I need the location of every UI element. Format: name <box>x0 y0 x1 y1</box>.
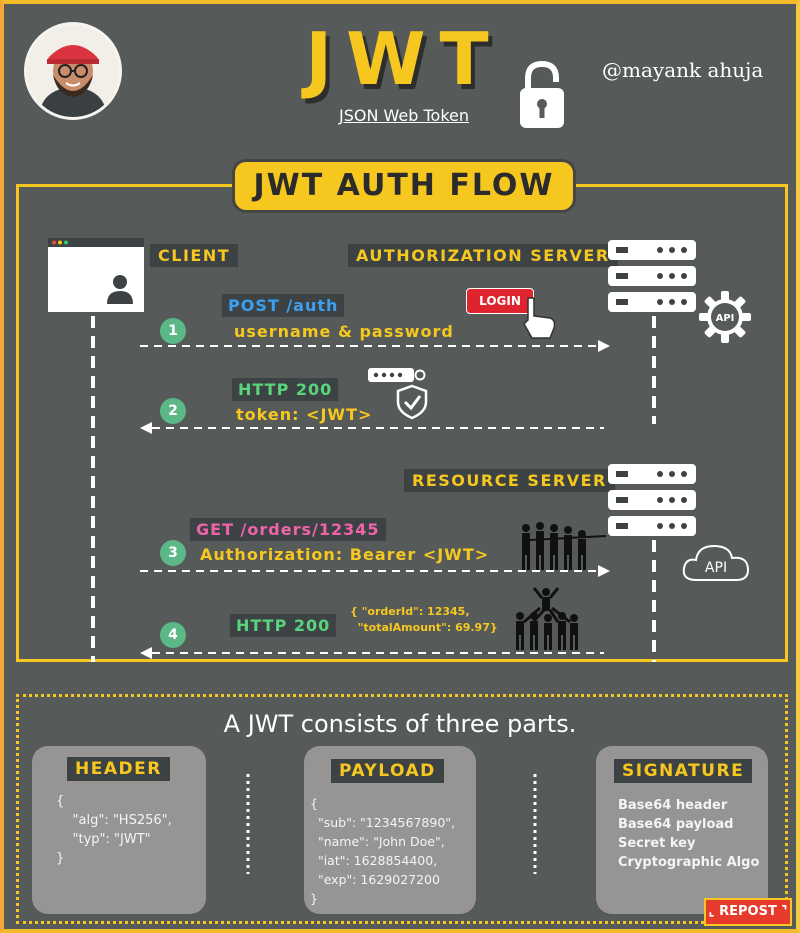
repost-badge[interactable]: ⌞ REPOST ⌝ <box>704 898 792 926</box>
padlock-icon <box>520 60 564 128</box>
crowd-pulling-icon <box>522 522 607 570</box>
arrowhead-step-1 <box>598 340 610 352</box>
step-2-method: HTTP 200 <box>232 378 339 401</box>
resource-server-label: RESOURCE SERVER <box>404 469 615 492</box>
step-3-number: 3 <box>160 540 186 566</box>
avatar-portrait-icon <box>27 25 119 117</box>
step-2-detail: token: <JWT> <box>236 405 373 424</box>
header-card-label: HEADER <box>67 757 170 781</box>
payload-card-body: { "sub": "1234567890", "name": "John Doe… <box>310 796 456 906</box>
flow-title: JWT AUTH FLOW <box>232 159 576 213</box>
parts-frame <box>16 694 788 924</box>
author-handle: @mayank ahuja <box>602 58 764 82</box>
arrowhead-step-3 <box>598 565 610 577</box>
step-4-number: 4 <box>160 622 186 648</box>
header-card-body: { "alg": "HS256", "typ": "JWT" } <box>56 794 172 866</box>
arrowhead-step-2 <box>140 422 152 434</box>
celebrating-crowd-icon <box>516 587 578 650</box>
step-3-method: GET /orders/12345 <box>190 518 386 541</box>
parts-title: A JWT consists of three parts. <box>223 710 577 738</box>
step-3-detail: Authorization: Bearer <JWT> <box>200 545 490 564</box>
signature-card-label: SIGNATURE <box>614 759 753 783</box>
client-browser-icon <box>48 238 144 312</box>
signature-line: Cryptographic Algo <box>618 855 760 870</box>
separator-2 <box>533 774 537 874</box>
step-2-number: 2 <box>160 398 186 424</box>
client-label: CLIENT <box>150 244 239 267</box>
main-title: JWT <box>305 17 503 101</box>
main-subtitle: JSON Web Token <box>338 106 469 125</box>
api-cloud-icon: API <box>682 544 750 581</box>
pointing-hand-icon <box>523 297 556 339</box>
signature-line: Secret key <box>618 836 696 851</box>
api-cloud-text: API <box>705 560 727 576</box>
step-4-method: HTTP 200 <box>230 614 337 637</box>
step-4-response-json: { "orderId": 12345, "totalAmount": 69.97… <box>350 605 498 634</box>
auth-server-icon <box>608 240 696 312</box>
password-shield-icon <box>368 368 428 420</box>
auth-server-label: AUTHORIZATION SERVER <box>348 244 618 267</box>
arrowhead-step-4 <box>140 647 152 659</box>
repost-corner-icon: ⌞ <box>708 904 720 919</box>
api-gear-text: API <box>716 313 735 324</box>
signature-line: Base64 payload <box>618 817 734 832</box>
login-badge: LOGIN <box>466 288 534 314</box>
flow-lines <box>91 316 656 662</box>
signature-line: Base64 header <box>618 798 728 813</box>
repost-corner-icon: ⌝ <box>776 904 788 919</box>
resource-server-icon <box>608 464 696 536</box>
step-1-number: 1 <box>160 318 186 344</box>
step-1-method: POST /auth <box>222 294 345 317</box>
author-avatar <box>24 22 122 120</box>
repost-label: REPOST <box>719 904 777 919</box>
separator-1 <box>246 774 250 874</box>
step-1-detail: username & password <box>234 322 454 341</box>
signature-card-body: Base64 header Base64 payload Secret key … <box>618 796 759 872</box>
payload-card-label: PAYLOAD <box>331 759 444 783</box>
api-gear-icon: API <box>699 291 751 343</box>
